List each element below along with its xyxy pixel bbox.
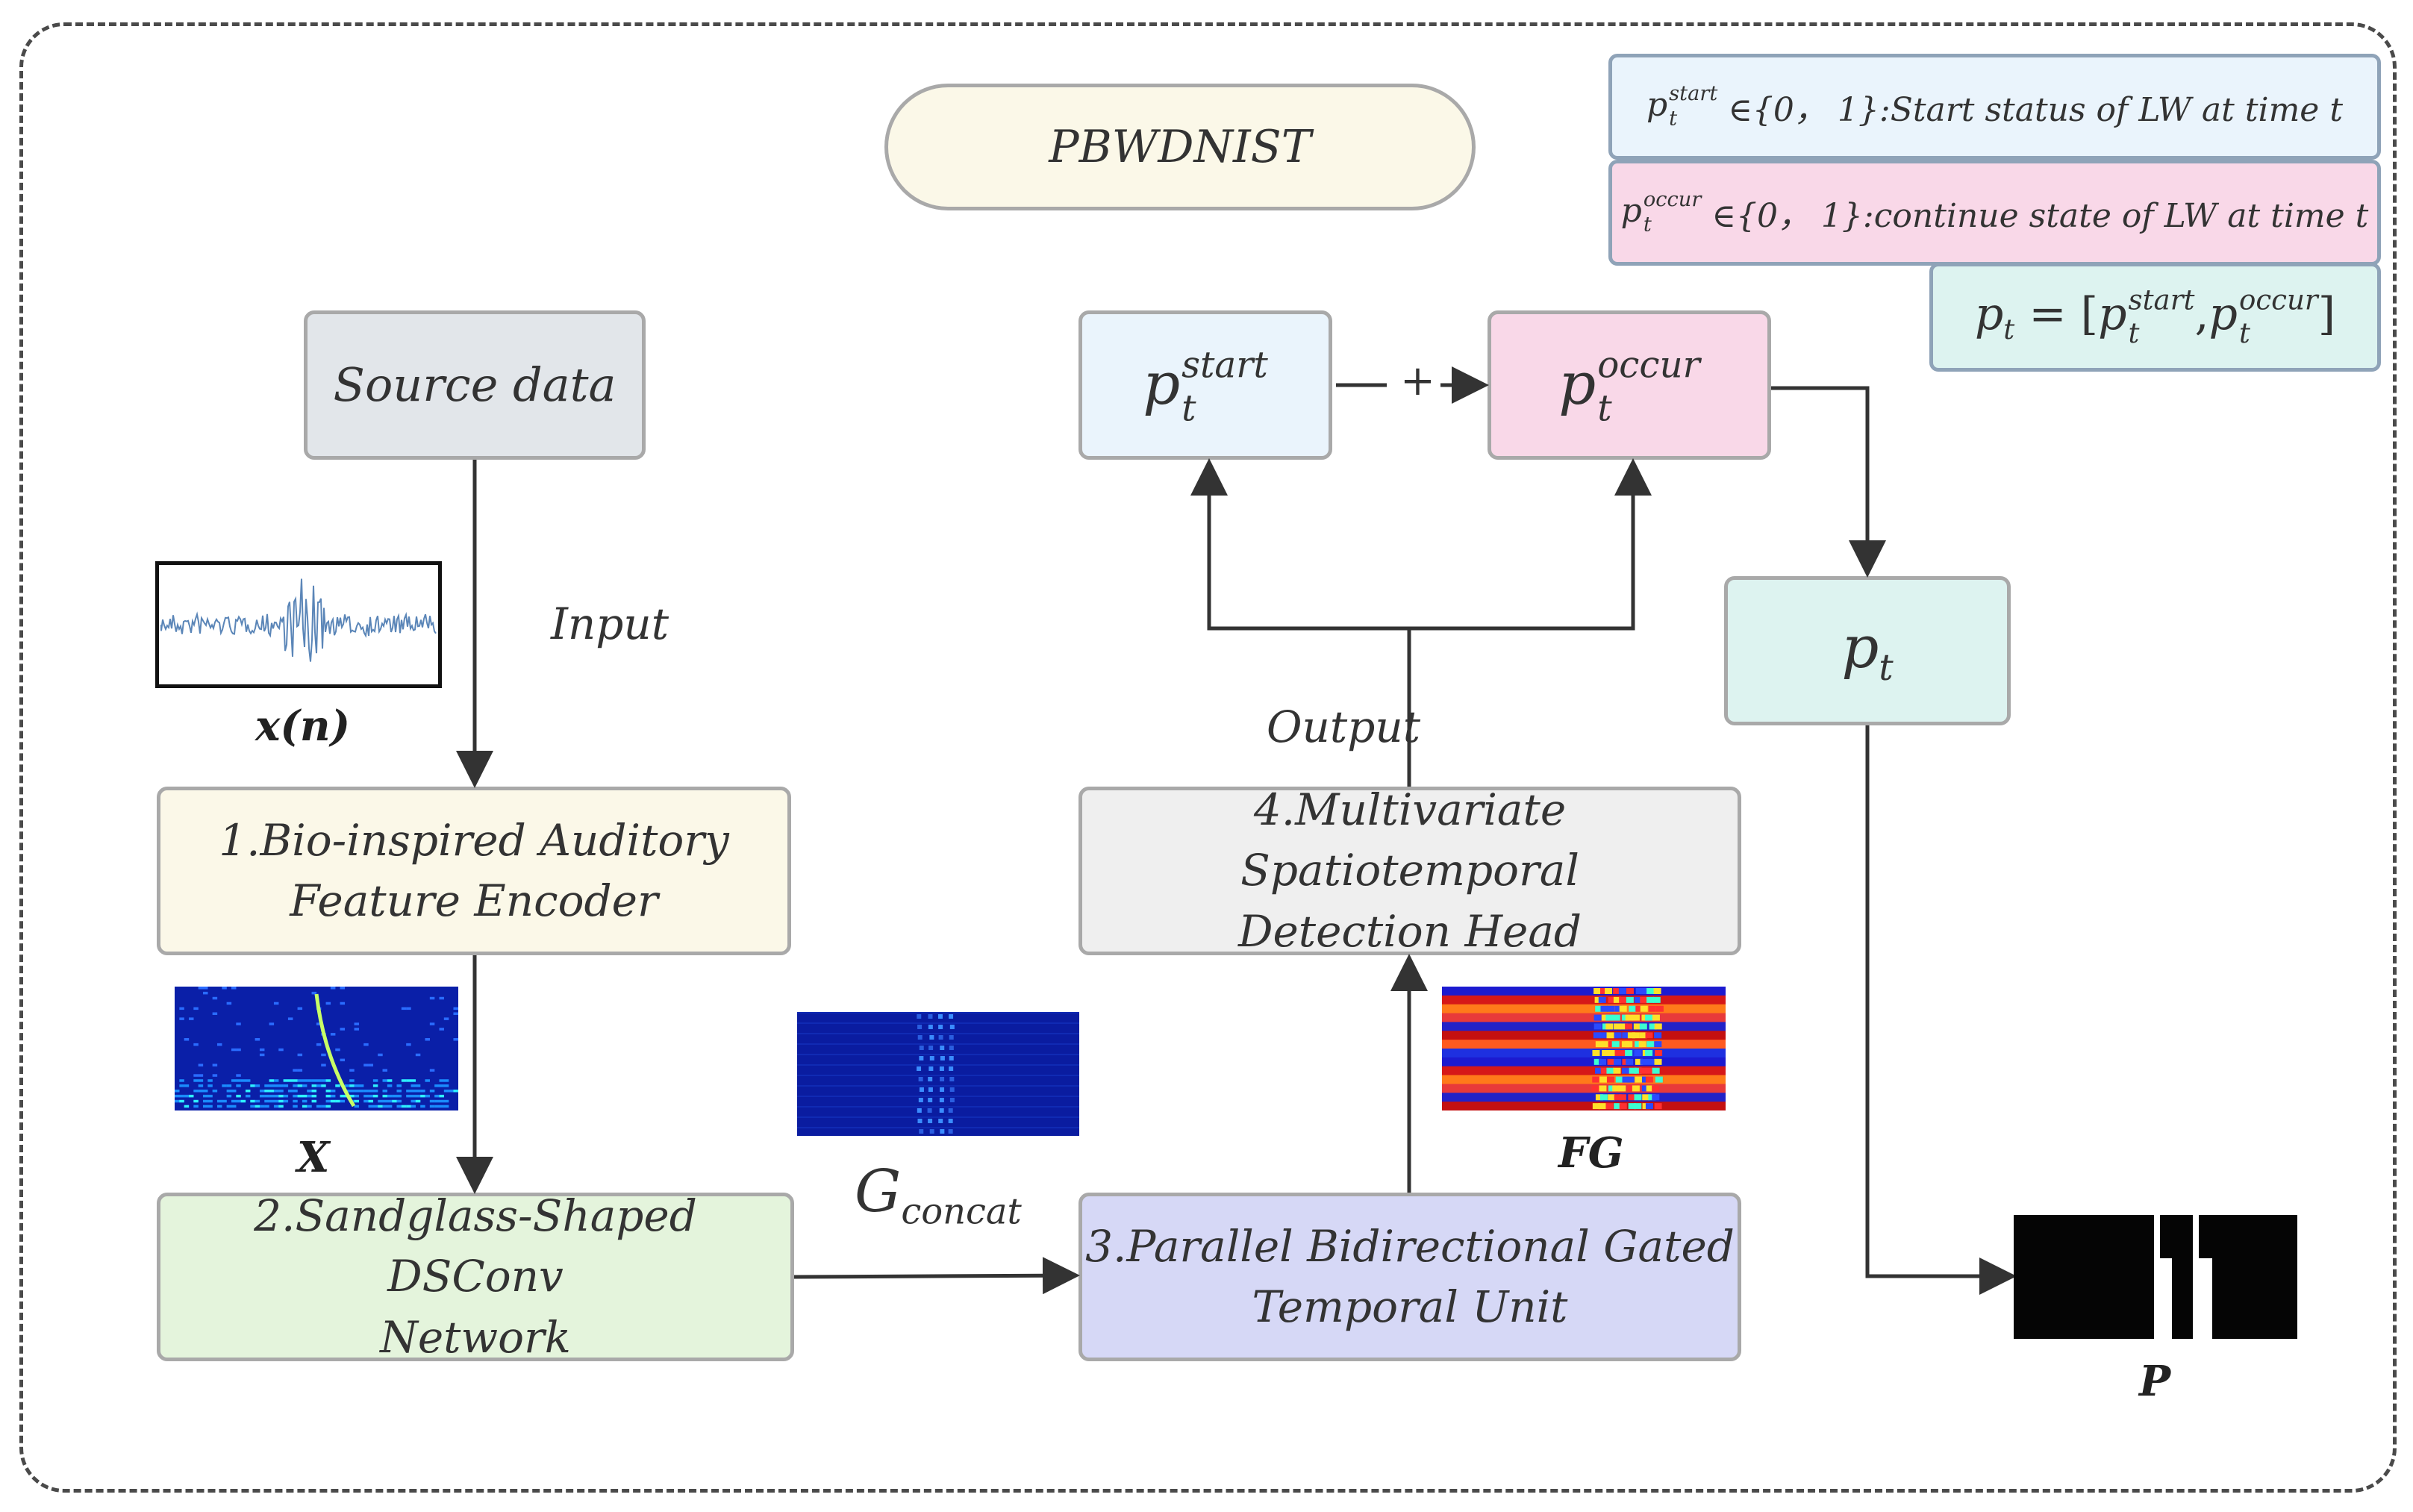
arrow-poccur-to-pt (1771, 386, 1886, 578)
X-label: X (297, 1133, 330, 1182)
gated-label-line1: 3.Parallel Bidirectional Gated (1085, 1220, 1735, 1272)
waveform-thumbnail (155, 561, 442, 688)
gconcat-label: Gconcat (855, 1158, 1022, 1233)
p-t-node: pt (1724, 576, 2011, 725)
p-output-thumbnail (2014, 1215, 2297, 1339)
detection-head-node: 4.Multivariate Spatiotemporal Detection … (1078, 784, 1741, 957)
outer-frame (19, 22, 2397, 1493)
gated-unit-node: 3.Parallel Bidirectional Gated Temporal … (1078, 1193, 1741, 1361)
p-t-symbol: pt (1841, 614, 1894, 690)
title-text: PBWDNIST (1049, 121, 1311, 173)
dsconv-label-line1: 2.Sandglass-Shaped DSConv (254, 1190, 697, 1302)
output-label: Output (1267, 702, 1421, 752)
P-label: P (2139, 1357, 2171, 1406)
spectrogram-X-thumbnail (175, 987, 458, 1110)
xn-label: x(n) (255, 702, 351, 751)
FG-label: FG (1558, 1128, 1624, 1178)
arrow-head-to-poccur (1409, 458, 1652, 631)
encoder-label-line1: 1.Bio-inspired Auditory (219, 814, 729, 866)
source-data-label: Source data (333, 357, 616, 412)
title-pill: PBWDNIST (884, 84, 1476, 210)
dsconv-node: 2.Sandglass-Shaped DSConv Network (157, 1190, 794, 1363)
input-label: Input (551, 599, 669, 649)
dsconv-label-line2: Network (380, 1311, 571, 1363)
source-data-node: Source data (304, 310, 646, 460)
legend-occur-text: ∈{0， 1}:continue state of LW at time t (1711, 197, 2369, 235)
plus-sign: + (1400, 357, 1435, 405)
fg-heatmap-thumbnail (1442, 987, 1726, 1110)
arrow-head-to-pstart (1190, 458, 1411, 787)
waveform-trace (160, 578, 437, 662)
gconcat-thumbnail (797, 1012, 1079, 1136)
encoder-label-line2: Feature Encoder (290, 875, 658, 926)
legend-start-text: ∈{0， 1}:Start status of LW at time t (1728, 91, 2344, 129)
arrow-pt-to-P (1865, 725, 2017, 1295)
head-label-line2: Detection Head (1237, 905, 1582, 957)
encoder-node: 1.Bio-inspired Auditory Feature Encoder (157, 787, 791, 955)
arrow-dsconv-to-gated (793, 1257, 1080, 1295)
spectrogram-X-ridge (314, 993, 356, 1108)
gated-label-line2: Temporal Unit (1252, 1281, 1568, 1332)
head-label-line1: 4.Multivariate Spatiotemporal (1240, 784, 1579, 896)
